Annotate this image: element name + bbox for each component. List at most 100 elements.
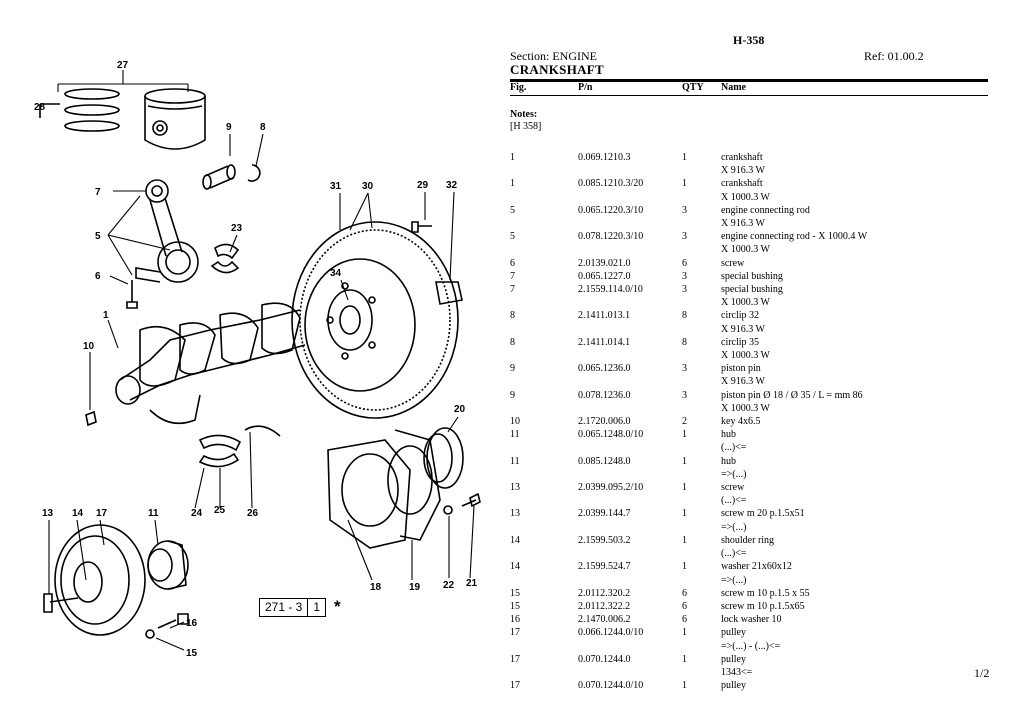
cell-name: =>(...) bbox=[721, 468, 747, 480]
cell-name: pulley bbox=[721, 680, 746, 692]
cell-name: X 916.3 W bbox=[721, 376, 765, 388]
cell-pn bbox=[578, 191, 682, 204]
cell-qty bbox=[682, 349, 721, 362]
cell-fig bbox=[510, 217, 578, 230]
cell-pn bbox=[578, 521, 682, 534]
cell-pn: 0.065.1236.0 bbox=[578, 363, 631, 375]
diagram-code-index: 1 bbox=[308, 597, 327, 617]
table-row: (...)<= bbox=[510, 547, 988, 560]
table-row: =>(...) bbox=[510, 574, 988, 587]
cell-name: X 916.3 W bbox=[721, 218, 765, 230]
callout-31: 31 bbox=[330, 181, 342, 192]
cell-qty bbox=[682, 296, 721, 309]
cell-qty bbox=[682, 217, 721, 230]
cell-name: X 916.3 W bbox=[721, 323, 765, 335]
cell-name: pulley bbox=[721, 653, 746, 665]
callout-15: 15 bbox=[186, 648, 198, 659]
cell-qty: 1 bbox=[682, 455, 687, 467]
cell-pn bbox=[578, 323, 682, 336]
cell-qty: 3 bbox=[682, 204, 687, 216]
cell-pn bbox=[578, 349, 682, 362]
cell-fig bbox=[510, 494, 578, 507]
cell-qty: 1 bbox=[682, 429, 687, 441]
cell-pn: 2.1470.006.2 bbox=[578, 614, 631, 626]
cell-fig: 17 bbox=[510, 680, 520, 692]
cell-name: pulley bbox=[721, 627, 746, 639]
cell-qty: 1 bbox=[682, 561, 687, 573]
cell-fig: 1 bbox=[510, 178, 515, 190]
cell-pn bbox=[578, 666, 682, 679]
cell-qty: 1 bbox=[682, 680, 687, 692]
header-pn: P/n bbox=[578, 82, 593, 93]
cell-fig bbox=[510, 164, 578, 177]
table-row: X 916.3 W bbox=[510, 375, 988, 388]
cell-qty: 1 bbox=[682, 508, 687, 520]
cell-fig: 15 bbox=[510, 600, 520, 612]
cell-fig: 16 bbox=[510, 614, 520, 626]
cell-fig: 9 bbox=[510, 389, 515, 401]
cell-pn: 2.0112.322.2 bbox=[578, 600, 631, 612]
cell-name: key 4x6.5 bbox=[721, 416, 761, 428]
cell-name: =>(...) bbox=[721, 521, 747, 533]
callout-10: 10 bbox=[83, 341, 95, 352]
cell-fig: 17 bbox=[510, 627, 520, 639]
callout-6: 6 bbox=[95, 271, 101, 282]
cell-pn: 0.069.1210.3 bbox=[578, 152, 631, 163]
table-row: =>(...) bbox=[510, 521, 988, 534]
table-row: X 1000.3 W bbox=[510, 191, 988, 204]
cell-fig bbox=[510, 402, 578, 415]
cell-fig: 10 bbox=[510, 416, 520, 428]
cell-pn: 2.1720.006.0 bbox=[578, 416, 631, 428]
cell-fig: 15 bbox=[510, 587, 520, 599]
cell-fig: 13 bbox=[510, 482, 520, 494]
cell-qty bbox=[682, 547, 721, 560]
cell-fig: 11 bbox=[510, 429, 520, 441]
callout-18: 18 bbox=[370, 582, 382, 593]
title-rule bbox=[510, 79, 988, 82]
table-row: (...)<= bbox=[510, 441, 988, 454]
piston-pin bbox=[202, 164, 236, 190]
cell-pn bbox=[578, 164, 682, 177]
cell-qty bbox=[682, 375, 721, 388]
reference-label: Ref: 01.00.2 bbox=[864, 49, 924, 63]
table-row: 15 2.0112.322.2 6 screw m 10 p.1.5x65 bbox=[510, 600, 988, 613]
notes-label: Notes: bbox=[510, 109, 538, 120]
page-number: 1/2 bbox=[974, 666, 990, 680]
cell-pn: 2.0399.095.2/10 bbox=[578, 482, 644, 494]
cell-name: screw m 10 p.1.5x65 bbox=[721, 600, 805, 612]
table-row: X 1000.3 W bbox=[510, 296, 988, 309]
cell-fig: 13 bbox=[510, 508, 520, 520]
diagram-code-star: * bbox=[334, 597, 341, 616]
cell-qty: 6 bbox=[682, 600, 687, 612]
cell-pn bbox=[578, 494, 682, 507]
cell-name: (...)<= bbox=[721, 495, 747, 507]
cell-fig bbox=[510, 191, 578, 204]
cell-name: engine connecting rod bbox=[721, 204, 810, 216]
cell-name: 1343<= bbox=[721, 666, 753, 678]
cell-name: engine connecting rod - X 1000.4 W bbox=[721, 231, 868, 243]
cell-pn: 0.070.1244.0/10 bbox=[578, 680, 644, 692]
cell-qty bbox=[682, 191, 721, 204]
cell-pn bbox=[578, 296, 682, 309]
callout-14: 14 bbox=[72, 508, 84, 519]
cell-name: lock washer 10 bbox=[721, 614, 782, 626]
hub bbox=[147, 540, 189, 590]
cell-pn: 2.1559.114.0/10 bbox=[578, 284, 643, 296]
cell-qty: 3 bbox=[682, 363, 687, 375]
cell-qty bbox=[682, 243, 721, 256]
cell-fig: 8 bbox=[510, 310, 515, 322]
cell-fig: 5 bbox=[510, 204, 515, 216]
cell-qty bbox=[682, 402, 721, 415]
callout-1: 1 bbox=[103, 310, 109, 321]
cell-name: circlip 32 bbox=[721, 310, 760, 322]
callout-7: 7 bbox=[95, 187, 101, 198]
cell-name: piston pin Ø 18 / Ø 35 / L = mm 86 bbox=[721, 389, 863, 401]
cell-name: crankshaft bbox=[721, 152, 763, 163]
